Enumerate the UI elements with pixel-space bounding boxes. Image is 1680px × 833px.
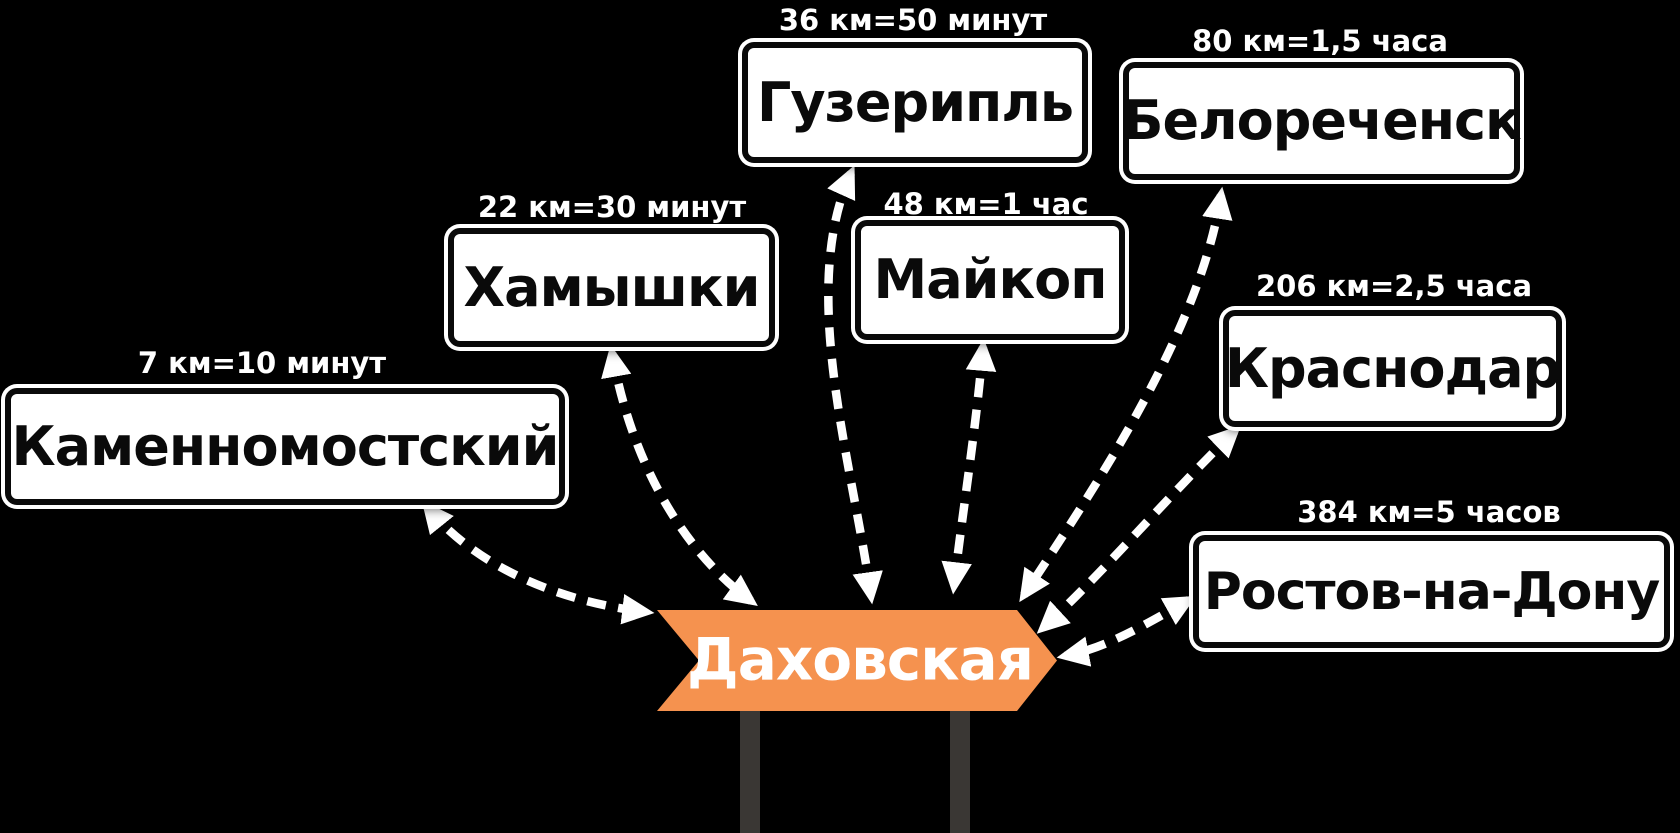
route-arrow-rostov bbox=[1056, 595, 1197, 667]
route-arrow-krasnodar bbox=[1036, 425, 1242, 634]
distance-label-khamyshki: 22 км=30 минут bbox=[477, 190, 747, 224]
distance-label-kamennomostsky: 7 км=10 минут bbox=[137, 346, 387, 380]
center-banner-label: Даховская bbox=[687, 625, 1034, 694]
destination-sign-guzeripl: Гузерипль bbox=[742, 42, 1088, 163]
distance-label-rostov: 384 км=5 часов bbox=[1297, 495, 1561, 529]
destination-sign-kamennomostsky: Каменномостский bbox=[5, 388, 565, 505]
center-banner bbox=[657, 610, 1057, 711]
distance-label-guzeripl: 36 км=50 минут bbox=[778, 3, 1048, 37]
banner-post-right bbox=[950, 708, 970, 833]
banner-post-left bbox=[740, 708, 760, 833]
distance-label-maykop: 48 км=1 час bbox=[883, 187, 1089, 221]
route-arrow-kamennomostsky bbox=[421, 500, 655, 625]
route-arrow-guzeripl bbox=[824, 165, 883, 605]
route-arrow-maykop bbox=[941, 338, 997, 595]
destination-sign-krasnodar: Краснодар bbox=[1223, 310, 1562, 427]
distance-label-krasnodar: 206 км=2,5 часа bbox=[1255, 269, 1533, 303]
destination-sign-maykop: Майкоп bbox=[855, 220, 1125, 340]
destination-sign-rostov: Ростов-на-Дону bbox=[1193, 535, 1670, 648]
destination-sign-khamyshki: Хамышки bbox=[448, 228, 775, 347]
destination-sign-belorechensk: Белореченск bbox=[1122, 62, 1522, 180]
route-arrow-khamyshki bbox=[601, 344, 758, 607]
distance-label-belorechensk: 80 км=1,5 часа bbox=[1192, 24, 1448, 58]
